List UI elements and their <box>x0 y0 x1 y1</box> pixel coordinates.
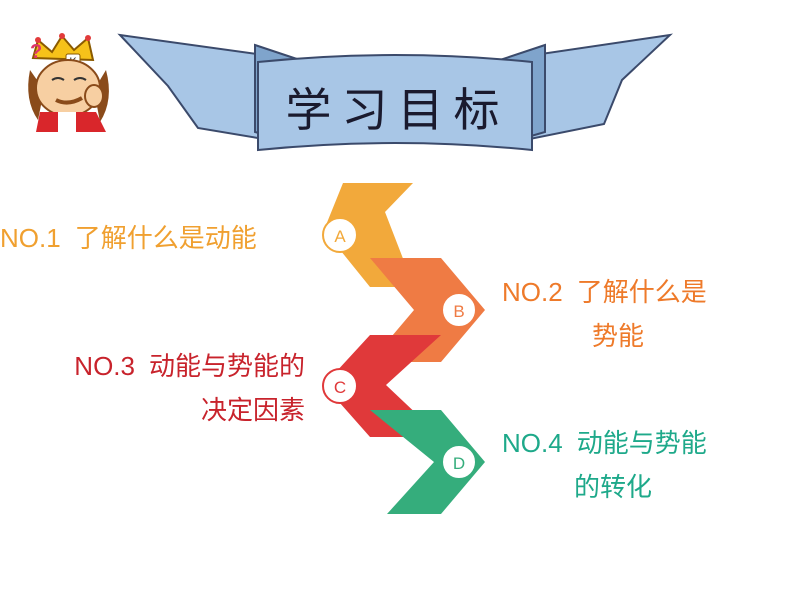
step-ribbon: A B C D <box>322 183 485 514</box>
step-marker-d <box>441 444 477 480</box>
goal-number: NO.3 <box>74 351 135 381</box>
goal-item-1: NO.1 了解什么是动能 <box>0 216 257 261</box>
goal-item-3: NO.3 动能与势能的 决定因素 <box>25 344 305 433</box>
goal-number: NO.4 <box>502 428 563 458</box>
step-marker-b <box>441 292 477 328</box>
goal-text-continued: 决定因素 <box>200 396 305 426</box>
mascot-question-mark: ? <box>30 41 42 63</box>
goal-text-continued: 的转化 <box>574 473 653 503</box>
step-letter-b: B <box>453 302 464 321</box>
goal-number: NO.2 <box>502 277 563 307</box>
goal-text: 了解什么是动能 <box>74 224 257 254</box>
goal-text: 了解什么是 <box>576 278 707 308</box>
title-banner <box>117 33 674 152</box>
step-letter-a: A <box>334 227 346 246</box>
goal-text: 动能与势能 <box>576 429 707 459</box>
goal-text-continued: 势能 <box>592 322 645 352</box>
goal-number: NO.1 <box>0 223 61 253</box>
step-marker-c <box>322 368 358 404</box>
goal-text: 动能与势能的 <box>148 352 305 382</box>
step-marker-a <box>322 217 358 253</box>
step-letter-c: C <box>334 378 346 397</box>
page-title: 学习目标 <box>285 83 510 137</box>
king-mascot-icon: K ? <box>28 33 109 132</box>
step-segment-d <box>370 410 485 514</box>
goal-item-2: NO.2 了解什么是 势能 <box>502 270 707 359</box>
step-letter-d: D <box>453 454 465 473</box>
goal-item-4: NO.4 动能与势能 的转化 <box>502 421 707 510</box>
